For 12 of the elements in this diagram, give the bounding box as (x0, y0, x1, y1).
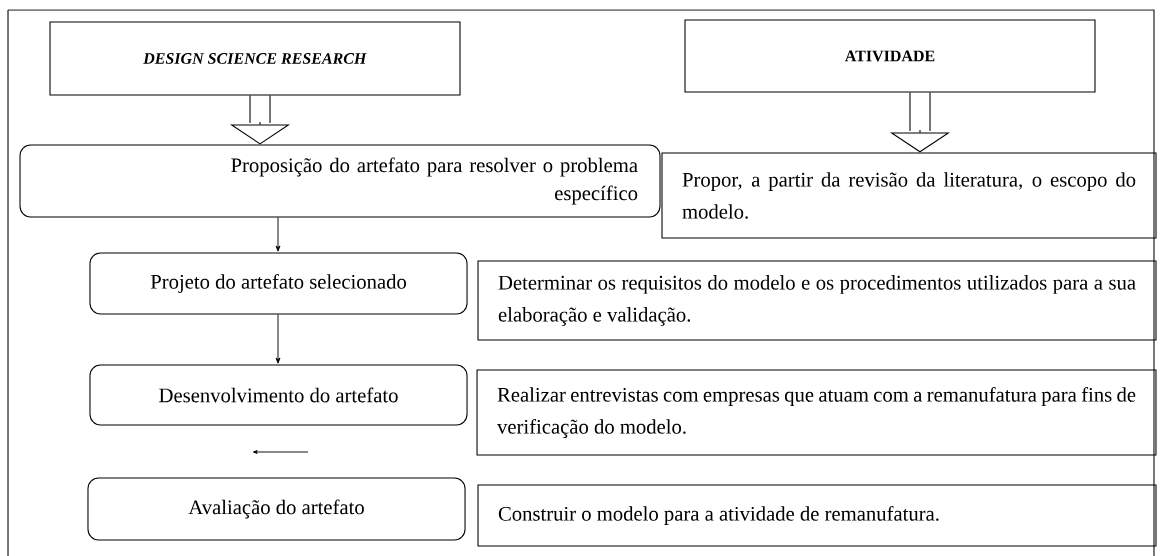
arrow (275, 314, 281, 364)
process-box: Avaliação do artefato (87, 477, 466, 541)
activity-box: Propor, a partir da revisão da literatura, o escopo do modelo. (661, 152, 1157, 239)
header-box: DESIGN SCIENCE RESEARCH (49, 21, 461, 96)
activity-box: Determinar os requisitos do modelo e os procedimentos utilizados para a sua elaboração e validação. (477, 260, 1157, 341)
activity-box: Construir o modelo para a atividade de remanufatura. (477, 484, 1157, 547)
arrow (275, 217, 281, 252)
process-box: Proposição do artefato para resolver o problema específico (19, 144, 661, 218)
activity-box: Realizar entrevistas com empresas que atuam com a remanufatura para fins de verificação do modelo. (476, 369, 1157, 456)
process-box: Projeto do artefato selecionado (89, 252, 468, 315)
process-box: Desenvolvimento do artefato (89, 364, 468, 426)
header-box: ATIVIDADE (684, 19, 1096, 93)
